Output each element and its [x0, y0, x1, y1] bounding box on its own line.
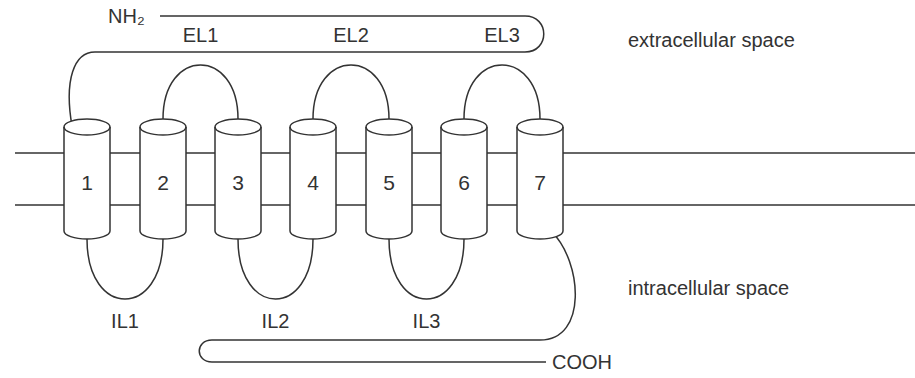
helix-cylinder: 1	[63, 118, 111, 240]
helix-cylinder: 5	[365, 118, 413, 240]
n-terminus-tail	[69, 16, 543, 126]
loop-connector	[163, 65, 238, 119]
text-label: NH₂	[108, 4, 145, 28]
helix-cylinder: 7	[516, 118, 564, 240]
loop-connector	[313, 65, 389, 119]
text-label: COOH	[552, 350, 612, 374]
loop-label: EL3	[482, 23, 522, 47]
helix-number: 5	[365, 171, 413, 195]
loop-label: IL3	[411, 309, 443, 333]
helix-cylinder: 6	[440, 118, 488, 240]
helix-number: 2	[139, 171, 187, 195]
helix-number: 7	[516, 171, 564, 195]
loop-label: IL1	[109, 309, 141, 333]
text-label: intracellular space	[628, 276, 789, 300]
helix-cylinder: 2	[139, 118, 187, 240]
loop-connector	[238, 239, 313, 299]
helix-number: 3	[214, 171, 262, 195]
helix-number: 4	[289, 171, 337, 195]
helix-number: 1	[63, 171, 111, 195]
loop-label: EL2	[331, 23, 371, 47]
loop-connector	[87, 239, 163, 299]
helix-cylinder: 3	[214, 118, 262, 240]
helix-cylinder: 4	[289, 118, 337, 240]
loop-label: EL1	[181, 23, 221, 47]
text-label: extracellular space	[628, 28, 795, 52]
helix-number: 6	[440, 171, 488, 195]
loop-connector	[464, 65, 540, 119]
c-terminus-tail	[199, 232, 575, 362]
loop-label: IL2	[260, 309, 292, 333]
loop-connector	[389, 239, 464, 299]
